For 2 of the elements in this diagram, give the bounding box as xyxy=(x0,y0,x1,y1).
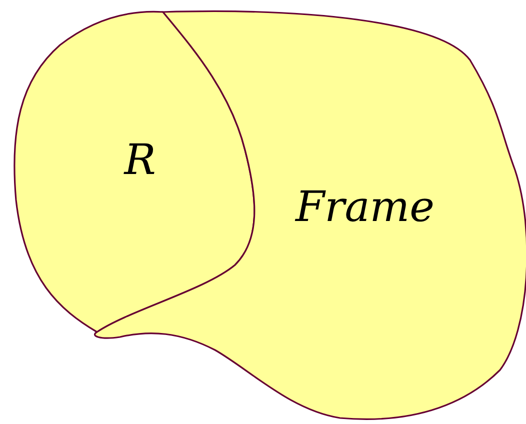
region-label: Frame xyxy=(296,186,434,228)
region-label: R xyxy=(124,139,156,181)
